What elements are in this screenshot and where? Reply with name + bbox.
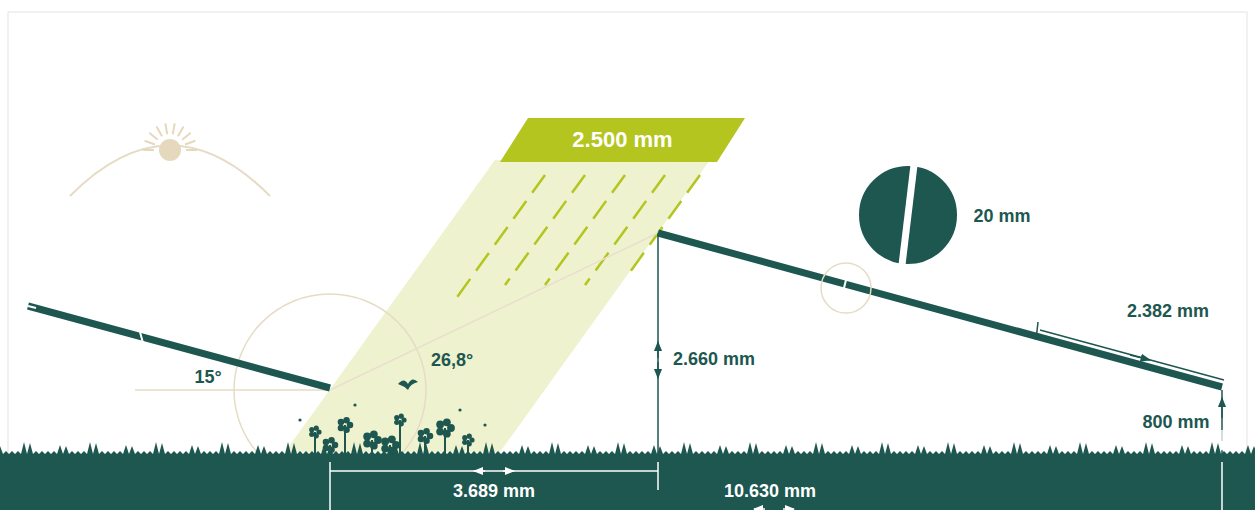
sun-ray — [173, 123, 175, 134]
sun-icon — [70, 123, 270, 196]
flower-petal — [423, 438, 430, 445]
flower-petal — [363, 433, 371, 441]
frame — [8, 12, 1247, 510]
dimension-arrow — [1221, 398, 1223, 418]
ground-dimensions — [330, 462, 1222, 510]
bird-icon — [398, 379, 418, 390]
flower-petal — [343, 417, 350, 424]
pollen-dot — [353, 403, 356, 406]
flower-petal — [323, 445, 330, 452]
flower-petal — [443, 430, 451, 438]
sun-ray — [145, 141, 155, 145]
solar-panel-left — [28, 306, 330, 388]
sun-angle-ray — [330, 233, 658, 390]
sun-ray — [143, 149, 154, 151]
dimension-arrow — [657, 342, 659, 358]
band-fill — [500, 118, 745, 162]
sun-ray — [149, 133, 157, 140]
horizontal-reference — [135, 389, 330, 391]
height-line — [1221, 390, 1223, 510]
flower-petal — [467, 441, 472, 446]
flower-petal — [381, 445, 389, 453]
flower-petal — [394, 415, 399, 420]
flower-petal — [418, 436, 425, 443]
dimension-label: 20 mm — [973, 207, 1030, 227]
flower-petal — [338, 419, 345, 426]
flower-petal — [388, 435, 396, 443]
dimension-arrow — [657, 362, 659, 378]
sun-ray — [186, 149, 197, 151]
flower-petal — [309, 427, 314, 432]
flower-petal — [394, 420, 399, 425]
band-label: 2.500 mm — [572, 127, 672, 153]
light-beam — [285, 160, 710, 452]
sun-ray — [165, 123, 167, 134]
grass-ground — [0, 442, 1255, 510]
flower-petal — [399, 414, 404, 419]
flower-petal — [370, 442, 378, 450]
flower-petal — [436, 428, 444, 436]
flowers — [298, 403, 486, 455]
dimension-label: 2.382 mm — [1127, 302, 1209, 322]
angle-label: 15° — [194, 368, 221, 388]
flower-petal — [467, 434, 472, 439]
flower-petal — [462, 435, 467, 440]
flower-petal — [328, 437, 335, 444]
sun-ray — [185, 141, 195, 145]
flower-petal — [309, 432, 314, 437]
flower-petal — [399, 421, 404, 426]
flower-petal — [363, 440, 371, 448]
dimension-label: 3.689 mm — [453, 482, 535, 502]
angle-label: 26,8° — [431, 351, 473, 371]
dimension-label: 10.630 mm — [724, 482, 816, 502]
flower-petal — [338, 425, 345, 432]
pollen-dot — [298, 418, 301, 421]
dimension-label: 800 mm — [1142, 413, 1209, 433]
dimension-label: 2.660 mm — [673, 350, 755, 370]
sun-ray — [178, 127, 184, 137]
flower-petal — [343, 427, 350, 434]
sun-ray — [157, 127, 163, 137]
dimension-arrow — [1221, 430, 1223, 450]
flower-petal — [314, 426, 319, 431]
flower-petal — [436, 421, 444, 429]
flower-petal — [423, 428, 430, 435]
pollen-dot — [483, 423, 486, 426]
flower-petal — [388, 447, 396, 455]
flower-petal — [443, 418, 451, 426]
flower-petal — [462, 440, 467, 445]
gap-detail-inset — [858, 165, 958, 265]
sun-ray — [182, 133, 190, 140]
dimension-band: 2.500 mm — [500, 118, 745, 162]
flower-petal — [323, 439, 330, 446]
flower-petal — [418, 430, 425, 437]
flower-petal — [370, 430, 378, 438]
detail-marker — [821, 263, 871, 313]
panel-segment-dimension — [1036, 322, 1224, 380]
solar-panel-right — [658, 233, 1222, 387]
flower-petal — [328, 447, 335, 454]
pollen-dot — [458, 408, 461, 411]
flower-petal — [314, 433, 319, 438]
flower-petal — [381, 438, 389, 446]
